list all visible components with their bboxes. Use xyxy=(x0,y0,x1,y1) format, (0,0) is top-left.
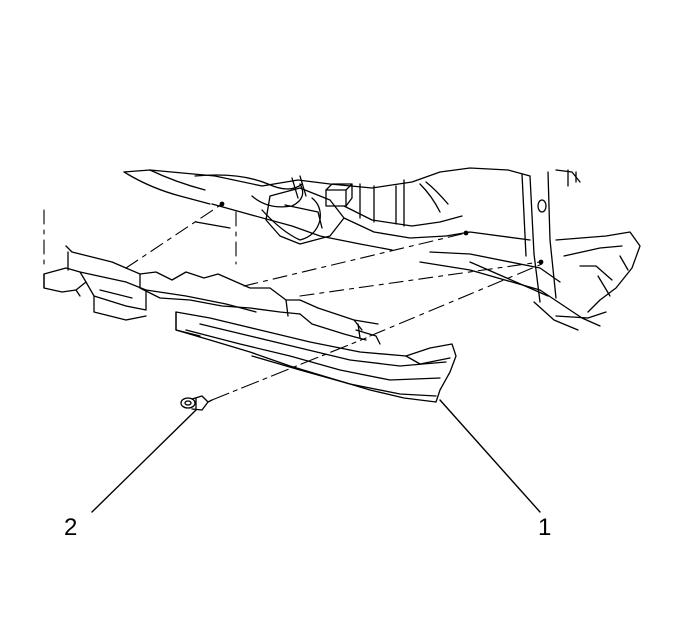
fastener-insertion-line xyxy=(211,337,367,401)
left-mounting-bracket xyxy=(43,245,147,321)
part-2-push-pin xyxy=(180,395,213,411)
callout-label-1: 1 xyxy=(538,514,552,541)
alignment-guide-lines xyxy=(43,203,543,337)
callout-label-2: 2 xyxy=(64,514,78,541)
reinforcement-strip xyxy=(125,267,379,341)
leader-line-1 xyxy=(439,399,541,513)
vehicle-front-structure xyxy=(123,167,641,331)
leader-line-2 xyxy=(91,409,197,513)
mounting-hole-markers xyxy=(219,201,544,265)
part-1-air-deflector xyxy=(175,311,457,403)
